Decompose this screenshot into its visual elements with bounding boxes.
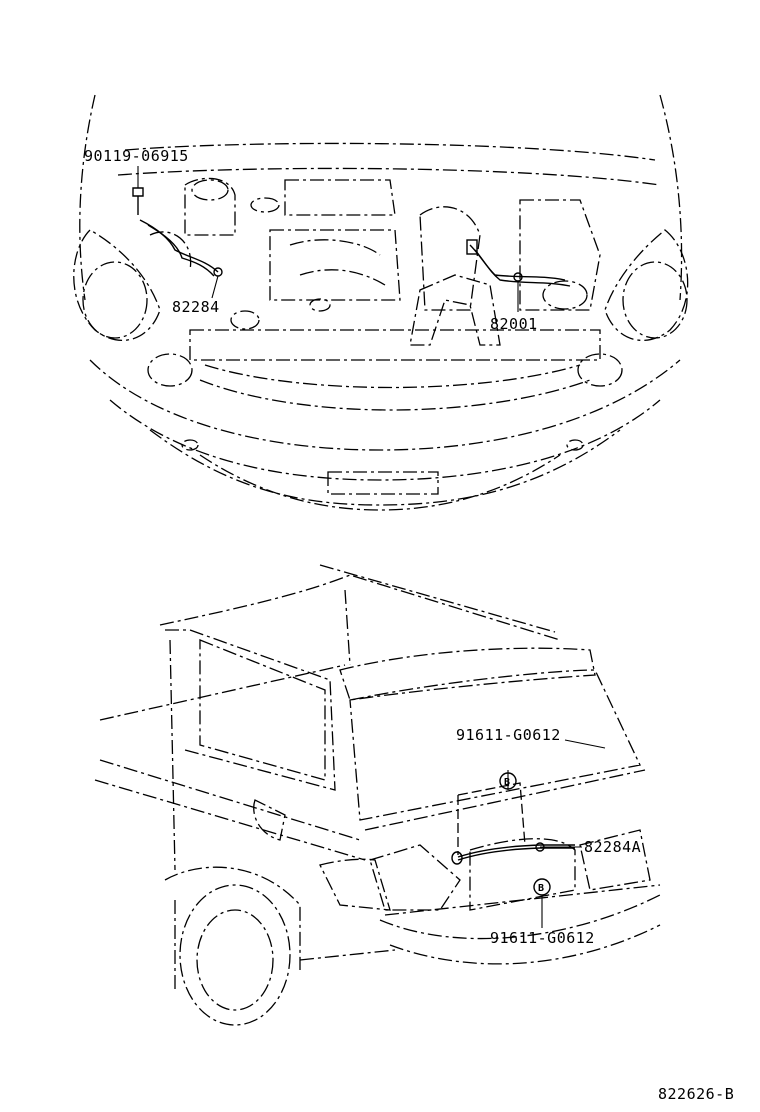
engine-wire-part-number: 82001 [490, 315, 538, 333]
washer-hose-left-part-number: 82284 [172, 298, 220, 316]
clamp-badge-bottom: B [538, 883, 544, 894]
bolt-part-number: 90119-06915 [84, 147, 189, 165]
clamp-top-part-number: 91611-G0612 [456, 726, 561, 744]
rear-view-drawing [94, 564, 661, 1026]
front-view-drawing [73, 94, 689, 511]
figure-number: 822626-B [658, 1085, 734, 1103]
clamp-badge-top: B [504, 777, 510, 788]
clamp-bottom-part-number: 91611-G0612 [490, 929, 595, 947]
washer-hose-rear-part-number: 82284A [584, 838, 641, 856]
